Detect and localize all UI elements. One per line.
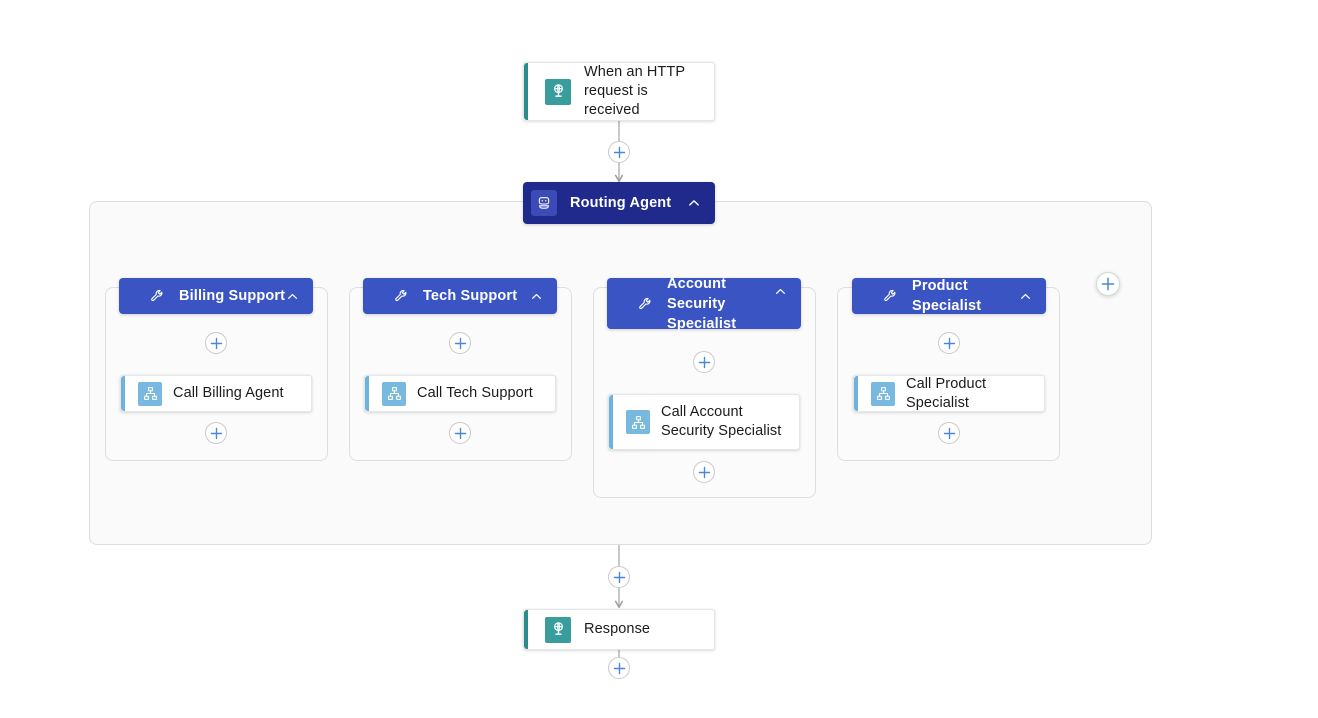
- sitemap-icon: [626, 410, 650, 434]
- plus-icon: [210, 337, 222, 349]
- node-label: Product Specialist: [912, 278, 982, 314]
- node-label: Call Account Security Specialist: [661, 404, 782, 439]
- node-accent-bar: [609, 395, 613, 449]
- add-step-product-after-tool-button[interactable]: [938, 422, 960, 444]
- sitemap-icon: [382, 381, 406, 406]
- add-agent-branch-button[interactable]: [1096, 272, 1120, 296]
- plus-icon: [613, 571, 625, 583]
- node-http-trigger[interactable]: When an HTTP request is received: [523, 62, 715, 121]
- add-step-account-security-after-tool-button[interactable]: [693, 461, 715, 483]
- add-step-account-security-before-tool-button[interactable]: [693, 351, 715, 373]
- node-routing-agent[interactable]: Routing Agent: [523, 182, 715, 224]
- node-label: Account Security Specialist: [667, 275, 737, 332]
- node-label: Response: [584, 621, 651, 637]
- chevron-up-icon[interactable]: [530, 290, 543, 303]
- plus-icon: [1101, 277, 1115, 291]
- node-accent-bar: [121, 376, 125, 411]
- plus-icon: [613, 146, 625, 158]
- plus-icon: [454, 337, 466, 349]
- robot-icon: [531, 190, 557, 216]
- add-step-after-response-button[interactable]: [608, 657, 630, 679]
- wrench-icon: [391, 286, 411, 306]
- node-tool-call-tech-support[interactable]: Call Tech Support: [364, 375, 556, 412]
- node-label: Call Product Specialist: [906, 375, 987, 411]
- plus-icon: [454, 427, 466, 439]
- node-label: Call Tech Support: [417, 385, 533, 401]
- sitemap-icon: [871, 381, 895, 406]
- chevron-up-icon[interactable]: [1019, 290, 1032, 303]
- http-trigger-icon: [545, 78, 571, 105]
- node-agent-product-specialist[interactable]: Product Specialist: [852, 278, 1046, 314]
- plus-icon: [210, 427, 222, 439]
- node-label: Tech Support: [423, 288, 518, 304]
- node-tool-call-product-specialist[interactable]: Call Product Specialist: [853, 375, 1045, 412]
- node-tool-call-account-security-specialist[interactable]: Call Account Security Specialist: [608, 394, 800, 450]
- node-tool-call-billing-agent[interactable]: Call Billing Agent: [120, 375, 312, 412]
- add-step-after-trigger-button[interactable]: [608, 141, 630, 163]
- add-step-after-agent-group-button[interactable]: [608, 566, 630, 588]
- node-label: Billing Support: [179, 288, 286, 304]
- node-accent-bar: [524, 63, 528, 120]
- plus-icon: [943, 337, 955, 349]
- wrench-icon: [880, 286, 900, 306]
- add-step-billing-before-tool-button[interactable]: [205, 332, 227, 354]
- plus-icon: [698, 466, 710, 478]
- node-accent-bar: [524, 610, 528, 649]
- add-step-tech-before-tool-button[interactable]: [449, 332, 471, 354]
- node-label: Routing Agent: [570, 195, 672, 211]
- plus-icon: [698, 356, 710, 368]
- plus-icon: [613, 662, 625, 674]
- wrench-icon: [635, 294, 655, 314]
- add-step-tech-after-tool-button[interactable]: [449, 422, 471, 444]
- node-label: When an HTTP request is received: [584, 64, 685, 118]
- node-agent-account-security-specialist[interactable]: Account Security Specialist: [607, 276, 801, 332]
- add-step-product-before-tool-button[interactable]: [938, 332, 960, 354]
- node-label: Call Billing Agent: [173, 385, 284, 401]
- http-response-icon: [545, 616, 571, 643]
- sitemap-icon: [138, 381, 162, 406]
- add-step-billing-after-tool-button[interactable]: [205, 422, 227, 444]
- node-accent-bar: [854, 376, 858, 411]
- node-accent-bar: [365, 376, 369, 411]
- wrench-icon: [147, 286, 167, 306]
- node-agent-billing-support[interactable]: Billing Support: [119, 278, 313, 314]
- chevron-up-icon[interactable]: [687, 196, 701, 210]
- plus-icon: [943, 427, 955, 439]
- chevron-up-icon[interactable]: [774, 285, 787, 298]
- node-http-response[interactable]: Response: [523, 609, 715, 650]
- node-agent-tech-support[interactable]: Tech Support: [363, 278, 557, 314]
- chevron-up-icon[interactable]: [286, 290, 299, 303]
